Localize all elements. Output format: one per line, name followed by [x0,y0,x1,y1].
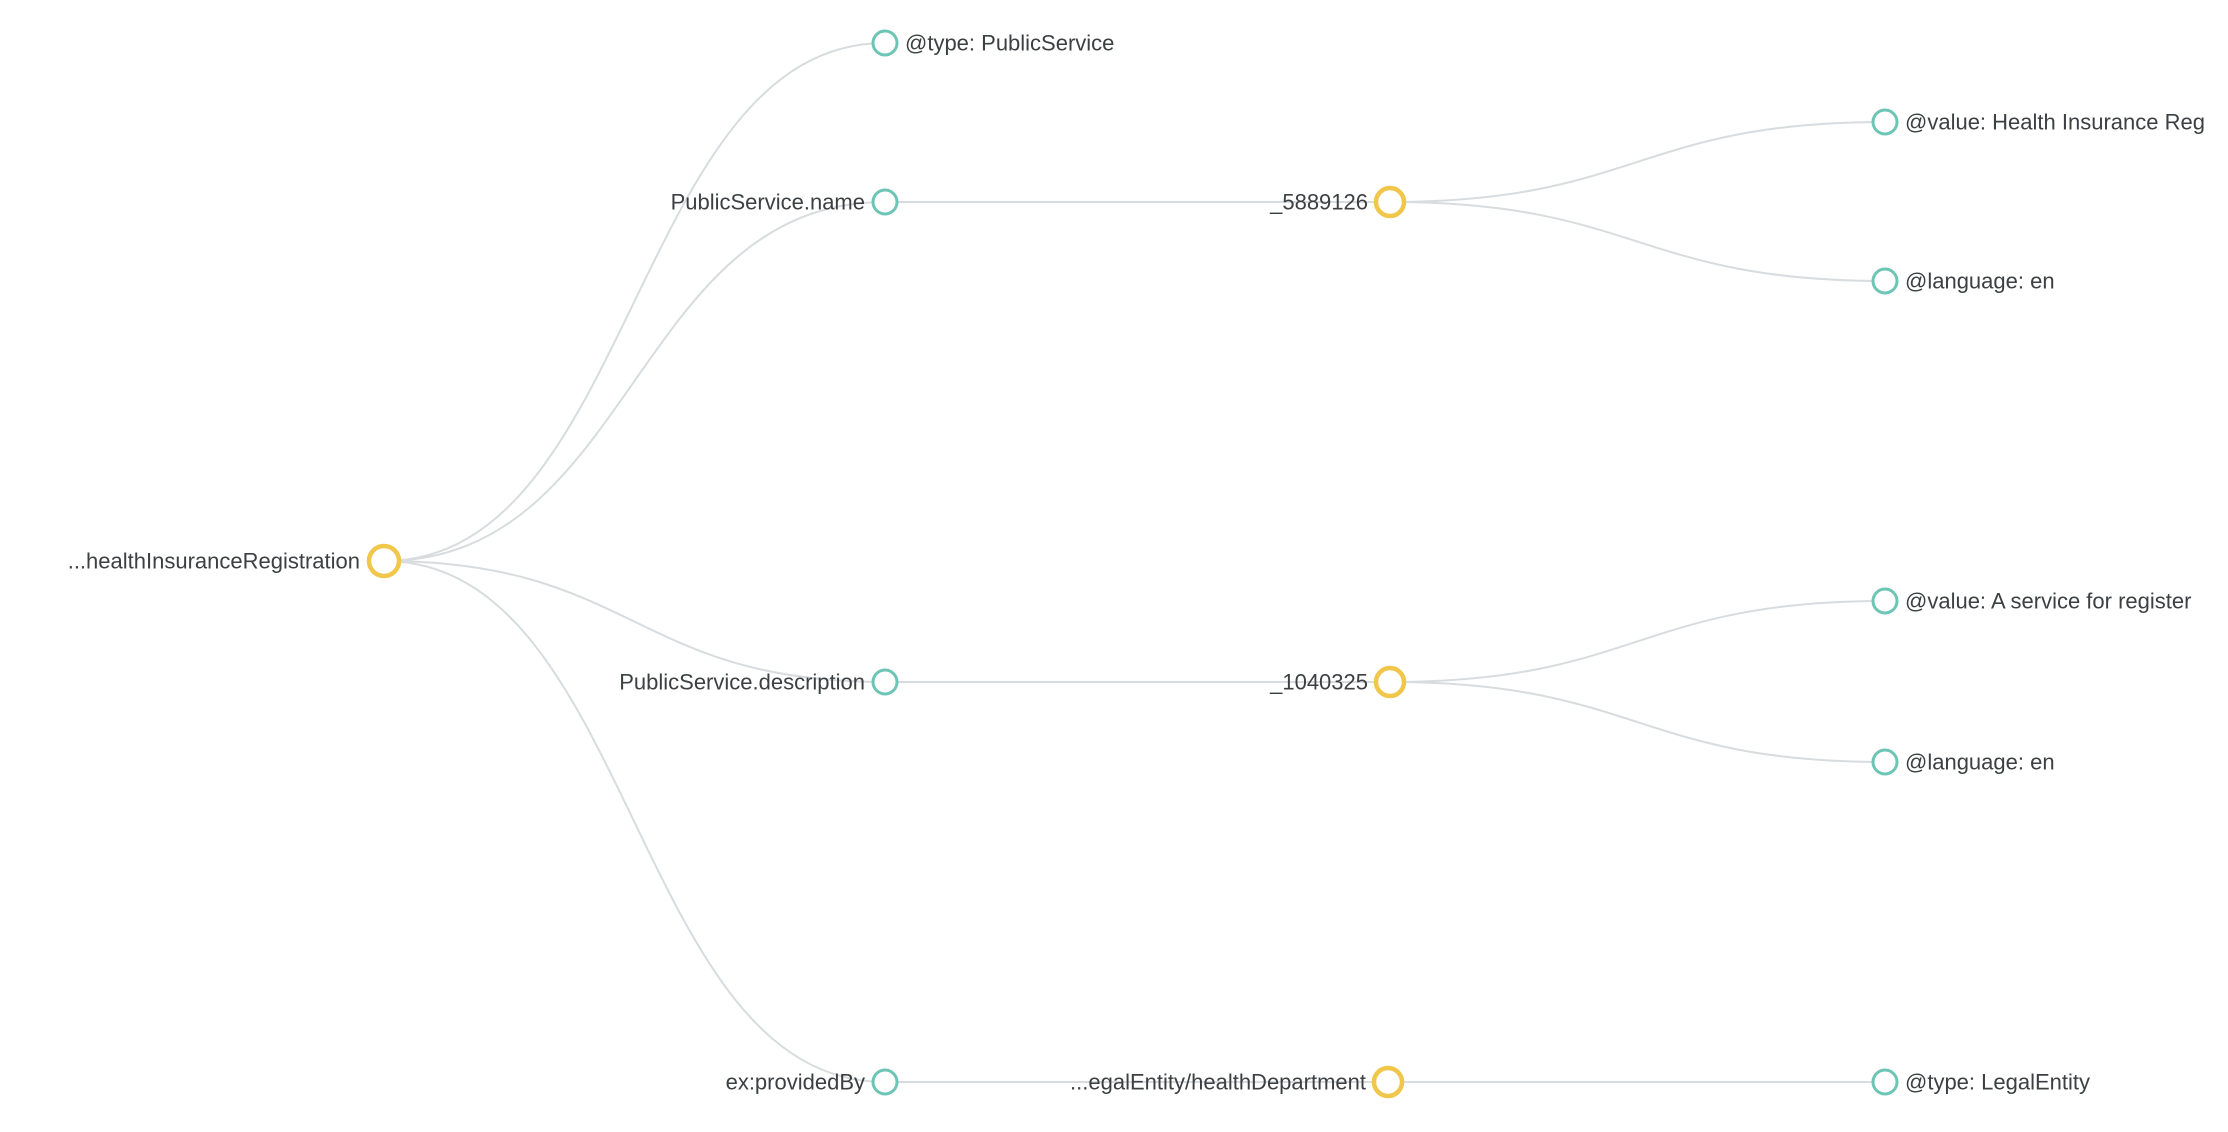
node-legalentity-healthdepartment-label: ...egalEntity/healthDepartment [1070,1070,1366,1095]
node-description-value-circle teal-circle-icon[interactable] [1871,587,1899,615]
node-description-language-circle teal-circle-icon[interactable] [1871,748,1899,776]
tree-link-blank2-value [1389,600,1886,683]
node-blank-1040325-label: _1040325 [1269,670,1368,695]
node-root-label: ...healthInsuranceRegistration [68,549,360,574]
tree-link-root-type [383,42,886,562]
tree-link-blank2-language [1389,681,1886,763]
node-name-value: @value: Health Insurance Reg [1871,108,2205,136]
node-blank-5889126-circle yellow-circle-icon[interactable] [1373,185,1407,219]
node-blank-1040325-circle yellow-circle-icon[interactable] [1373,665,1407,699]
node-ex-providedby-label: ex:providedBy [726,1070,865,1095]
tree-link-blank1-language [1389,201,1886,282]
node-name-value-circle teal-circle-icon[interactable] [1871,108,1899,136]
node-root-circle yellow-circle-icon[interactable] [366,543,402,579]
node-publicservice-description-label: PublicService.description [619,670,865,695]
node-legalentity-healthdepartment-circle yellow-circle-icon[interactable] [1371,1065,1405,1099]
node-publicservice-name: PublicService.name [671,188,899,216]
node-name-language-label: @language: en [1905,269,2055,294]
node-description-language-label: @language: en [1905,750,2055,775]
node-description-language: @language: en [1871,748,2055,776]
node-type-publicservice: @type: PublicService [871,29,1114,57]
tree-link-blank1-value [1389,121,1886,203]
node-name-language-circle teal-circle-icon[interactable] [1871,267,1899,295]
node-blank-1040325: _1040325 [1269,665,1407,699]
node-ex-providedby: ex:providedBy [726,1068,899,1096]
node-blank-5889126-label: _5889126 [1269,190,1368,215]
node-name-language: @language: en [1871,267,2055,295]
node-description-value: @value: A service for register [1871,587,2191,615]
node-type-publicservice-label: @type: PublicService [905,31,1114,56]
node-blank-5889126: _5889126 [1269,185,1407,219]
node-publicservice-name-circle teal-circle-icon[interactable] [871,188,899,216]
node-type-legalentity-circle teal-circle-icon[interactable] [1871,1068,1899,1096]
node-publicservice-name-label: PublicService.name [671,190,865,215]
node-publicservice-description: PublicService.description [619,668,899,696]
tree-link-root-name [383,201,886,562]
node-description-value-label: @value: A service for register [1905,589,2191,614]
node-type-publicservice-circle teal-circle-icon[interactable] [871,29,899,57]
node-legalentity-healthdepartment: ...egalEntity/healthDepartment [1070,1065,1405,1099]
tree-links [383,42,1886,1083]
node-publicservice-description-circle teal-circle-icon[interactable] [871,668,899,696]
node-ex-providedby-circle teal-circle-icon[interactable] [871,1068,899,1096]
node-type-legalentity-label: @type: LegalEntity [1905,1070,2090,1095]
tree-link-root-providedby [383,560,886,1083]
node-type-legalentity: @type: LegalEntity [1871,1068,2090,1096]
node-name-value-label: @value: Health Insurance Reg [1905,110,2205,135]
tree-link-root-description [383,560,886,683]
node-root: ...healthInsuranceRegistration [68,543,402,579]
